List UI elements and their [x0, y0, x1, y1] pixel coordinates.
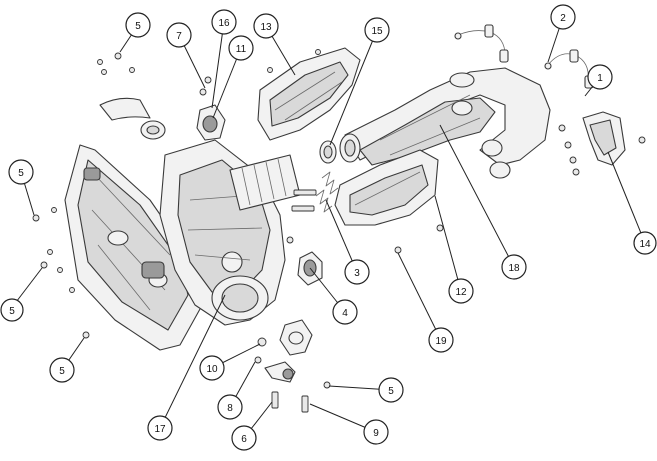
- heat-shield-upper: [257, 47, 361, 141]
- callout-10-label: 10: [206, 364, 218, 375]
- lower-pipe-stub: [279, 319, 313, 356]
- callout-5-left-lower: 5: [49, 357, 75, 383]
- silencer-side-cover: [64, 144, 206, 351]
- callout-11-label: 11: [236, 44, 247, 55]
- callout-16: 16: [211, 9, 237, 35]
- gasket: [319, 140, 337, 164]
- callout-2: 2: [550, 4, 576, 30]
- mount-bracket: [196, 104, 226, 141]
- callout-7-label: 7: [176, 31, 182, 42]
- callout-5-left-upper: 5: [8, 159, 34, 185]
- callout-5-bottom-right: 5: [378, 377, 404, 403]
- callout-18: 18: [501, 254, 527, 280]
- callout-1: 1: [587, 64, 613, 90]
- callout-5-top: 5: [125, 12, 151, 38]
- callout-5-left-upper-label: 5: [18, 168, 24, 179]
- leader-lines: [9, 16, 646, 439]
- callout-13-label: 13: [260, 22, 272, 33]
- callout-9: 9: [363, 419, 389, 445]
- callout-8-label: 8: [227, 403, 233, 414]
- callout-3-label: 3: [354, 268, 360, 279]
- callout-13: 13: [253, 13, 279, 39]
- callout-18-label: 18: [508, 263, 520, 274]
- callout-14: 14: [633, 231, 657, 255]
- callout-14-label: 14: [639, 239, 651, 250]
- callout-11: 11: [228, 35, 254, 61]
- heat-shield-lower: [334, 149, 439, 226]
- callout-6: 6: [231, 425, 257, 451]
- callout-3: 3: [344, 259, 370, 285]
- callout-4-label: 4: [342, 308, 348, 319]
- callout-7: 7: [166, 22, 192, 48]
- header-flange: [339, 133, 361, 163]
- callout-15-label: 15: [371, 26, 383, 37]
- hanger-link: [264, 361, 296, 383]
- callout-5-top-label: 5: [135, 21, 141, 32]
- callout-15: 15: [364, 17, 390, 43]
- front-elbow-pipe: [99, 97, 166, 140]
- callout-1-label: 1: [597, 73, 603, 84]
- oxygen-sensor-right: [544, 49, 594, 89]
- callout-12-label: 12: [455, 287, 467, 298]
- callout-6-label: 6: [241, 434, 247, 445]
- bolts: [32, 49, 646, 413]
- callout-2-label: 2: [560, 13, 566, 24]
- callout-9-label: 9: [373, 428, 379, 439]
- heat-shield-right: [582, 111, 626, 166]
- callout-12: 12: [448, 278, 474, 304]
- callout-16-label: 16: [218, 18, 230, 29]
- header-pipes: [344, 67, 551, 179]
- callout-17: 17: [147, 415, 173, 441]
- callout-5-left-middle-label: 5: [9, 306, 15, 317]
- callout-4: 4: [332, 299, 358, 325]
- oxygen-sensor-top: [454, 24, 509, 63]
- springs: [315, 171, 339, 213]
- callout-19: 19: [428, 327, 454, 353]
- callout-19-label: 19: [435, 336, 447, 347]
- callout-17-label: 17: [154, 424, 166, 435]
- callout-5-left-lower-label: 5: [59, 366, 65, 377]
- callout-5-bottom-right-label: 5: [388, 386, 394, 397]
- callout-5-left-middle: 5: [0, 298, 24, 322]
- callout-10: 10: [199, 355, 225, 381]
- callout-8: 8: [217, 394, 243, 420]
